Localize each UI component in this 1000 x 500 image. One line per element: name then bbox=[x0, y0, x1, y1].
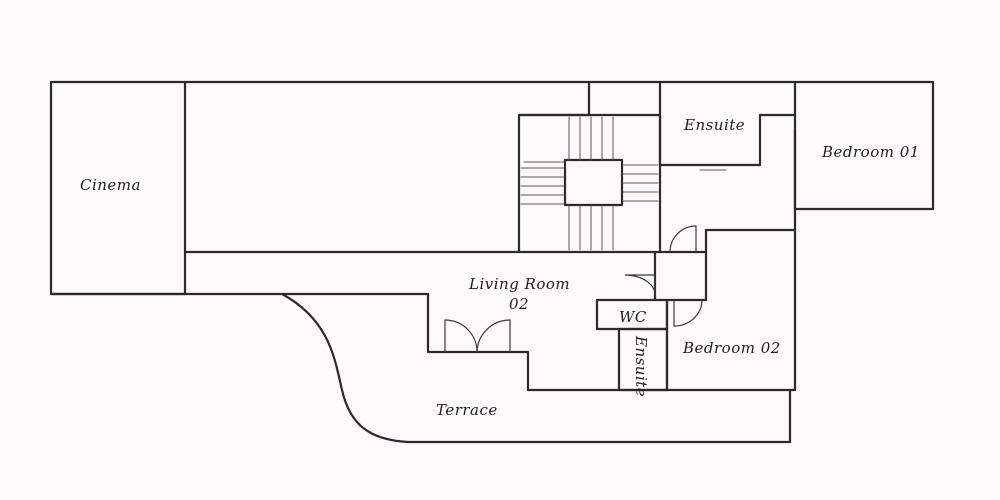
stair-door-swing bbox=[669, 225, 697, 253]
ensuite-vertical-label: Ensuite bbox=[632, 335, 650, 397]
stair-treads-top bbox=[523, 116, 614, 163]
lower-corridor-wall bbox=[49, 292, 797, 392]
vertical-ensuite-walls bbox=[617, 327, 669, 392]
living-room-number: 02 bbox=[509, 295, 529, 313]
stair-well bbox=[563, 158, 624, 207]
ensuite-top-lower bbox=[658, 80, 797, 167]
living-double-door bbox=[444, 319, 511, 353]
bedroom-02-left-wall bbox=[665, 250, 708, 392]
stair-treads-bottom bbox=[568, 205, 614, 251]
wc-label: WC bbox=[619, 308, 647, 326]
upper-room-walls bbox=[183, 80, 591, 254]
hall-door-swing bbox=[624, 274, 656, 296]
stair-treads-left bbox=[520, 167, 565, 205]
bedroom-02-door-swing bbox=[673, 299, 703, 327]
bedroom-02-label: Bedroom 02 bbox=[682, 339, 781, 357]
cinema-label: Cinema bbox=[80, 176, 141, 194]
living-room-label: Living Room bbox=[468, 275, 570, 293]
ensuite-top-label: Ensuite bbox=[683, 116, 745, 134]
bedroom-01-label: Bedroom 01 bbox=[821, 143, 920, 161]
bedroom-02-walls bbox=[658, 207, 797, 254]
stair-treads-right bbox=[622, 164, 659, 202]
terrace-outline bbox=[280, 292, 792, 444]
terrace-label: Terrace bbox=[436, 401, 498, 419]
